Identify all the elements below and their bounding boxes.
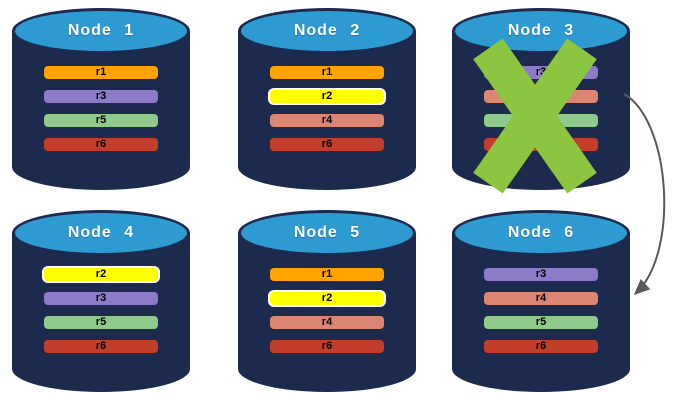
db-node-1: Node 1 r1 r3 r5 r6	[12, 8, 190, 190]
node-label: Node 1	[67, 22, 135, 39]
replica-bar-r4: r4	[270, 316, 384, 329]
db-node-6: Node 6 r3 r4 r5 r6	[452, 210, 630, 392]
failover-arrow-path	[623, 93, 666, 296]
replica-bar-r3: r3	[484, 268, 598, 281]
replica-bar-r6: r6	[44, 138, 158, 151]
replica-bar-r2: r2	[270, 292, 384, 305]
replica-bar-r6: r6	[270, 340, 384, 353]
replica-bar-r1: r1	[270, 66, 384, 79]
db-node-4: Node 4 r2 r3 r5 r6	[12, 210, 190, 392]
replica-bar-r2: r2	[44, 268, 158, 281]
replica-bar-r1: r1	[270, 268, 384, 281]
replica-list: r1 r2 r4 r6	[270, 66, 384, 151]
replica-bar-r4: r4	[270, 114, 384, 127]
replica-bar-r5: r5	[44, 316, 158, 329]
replica-bar-r6: r6	[270, 138, 384, 151]
node-label: Node 4	[67, 224, 135, 241]
replica-bar-r5: r5	[484, 316, 598, 329]
replica-bar-r1: r1	[44, 66, 158, 79]
db-node-5: Node 5 r1 r2 r4 r6	[238, 210, 416, 392]
cylinder-top: Node 2	[238, 8, 416, 54]
replica-list: r2 r3 r5 r6	[44, 268, 158, 353]
replica-bar-r6: r6	[44, 340, 158, 353]
db-node-2: Node 2 r1 r2 r4 r6	[238, 8, 416, 190]
cylinder-top: Node 6	[452, 210, 630, 256]
replica-bar-r6: r6	[484, 340, 598, 353]
replica-list: r1 r3 r5 r6	[44, 66, 158, 151]
node-label: Node 2	[293, 22, 361, 39]
cylinder-top: Node 1	[12, 8, 190, 54]
cylinder-top: Node 4	[12, 210, 190, 256]
replica-bar-r4: r4	[484, 292, 598, 305]
node-label: Node 6	[507, 224, 575, 241]
cylinder-top: Node 3	[452, 8, 630, 54]
replica-bar-r3: r3	[44, 90, 158, 103]
node-label: Node 3	[507, 22, 575, 39]
replica-bar-r2: r2	[270, 90, 384, 103]
replica-list: r3 r4 r5 r6	[484, 268, 598, 353]
cylinder-top: Node 5	[238, 210, 416, 256]
replica-bar-r3: r3	[44, 292, 158, 305]
replica-list: r1 r2 r4 r6	[270, 268, 384, 353]
replica-bar-r5: r5	[44, 114, 158, 127]
node-label: Node 5	[293, 224, 361, 241]
